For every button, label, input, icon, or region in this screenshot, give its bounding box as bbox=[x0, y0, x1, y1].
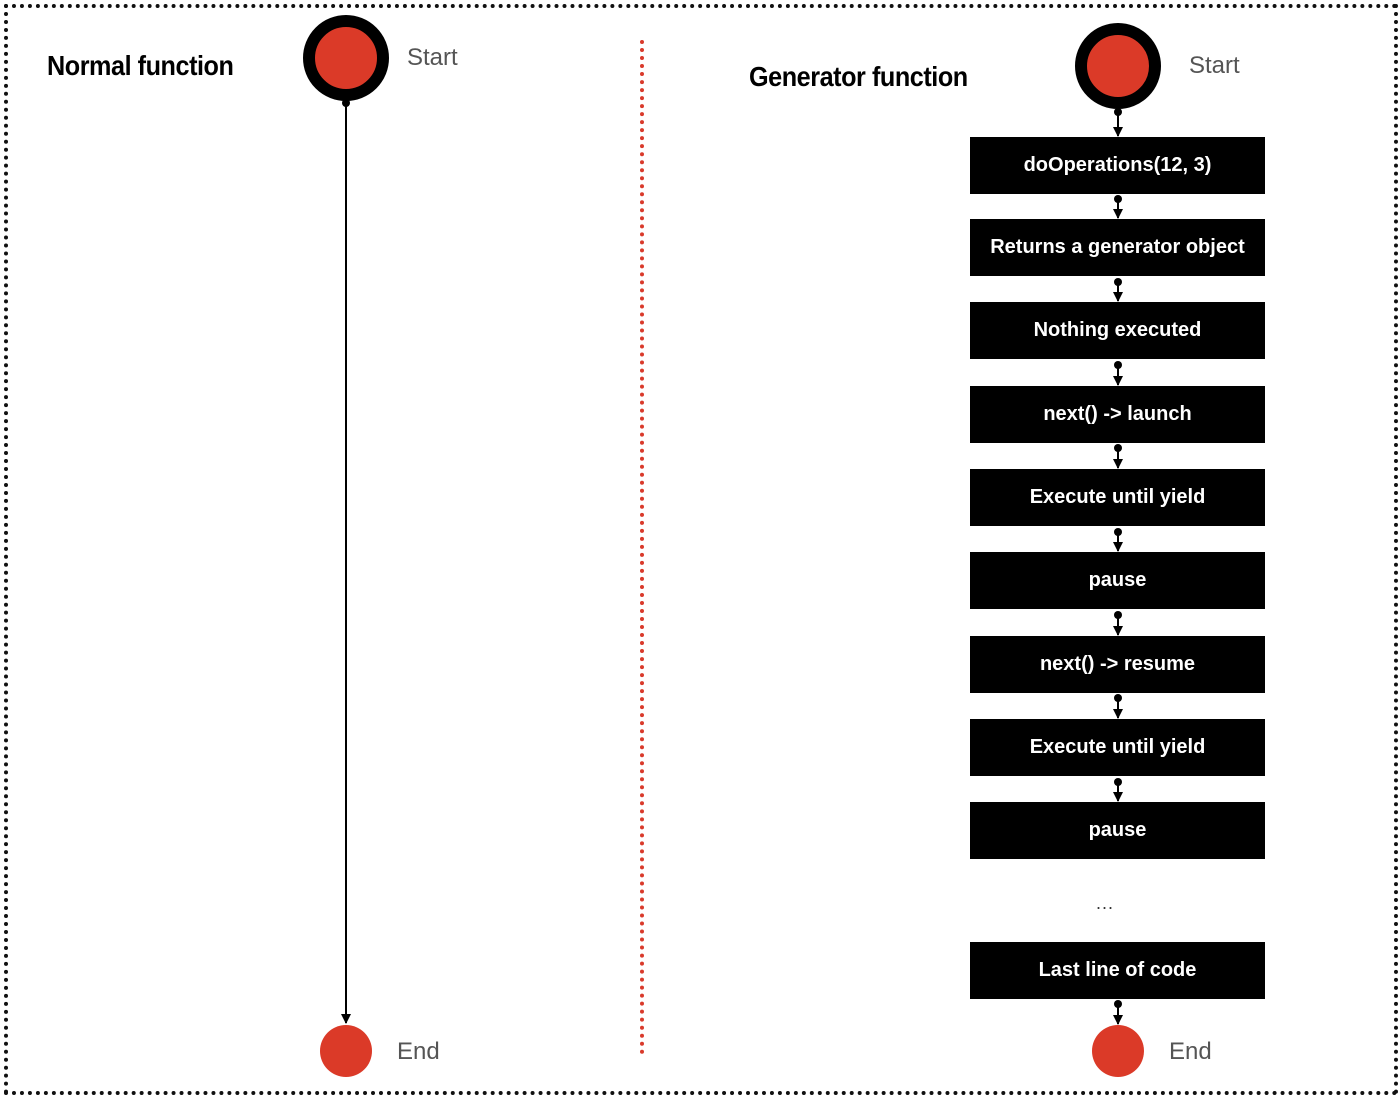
start-circle-icon-generator bbox=[1075, 23, 1161, 109]
step-box-pause: pause bbox=[970, 552, 1265, 609]
ellipsis-text: ... bbox=[1095, 893, 1114, 913]
step-box-next-launch: next() -> launch bbox=[970, 386, 1265, 443]
start-circle-icon-normal bbox=[303, 15, 389, 101]
step-box-last-line: Last line of code bbox=[970, 942, 1265, 999]
normal-end-label: End bbox=[397, 1038, 440, 1065]
generator-end-label: End bbox=[1169, 1038, 1212, 1065]
end-circle-icon-normal bbox=[320, 1025, 372, 1077]
end-circle-icon-generator bbox=[1092, 1025, 1144, 1077]
generator-start-label: Start bbox=[1189, 52, 1240, 79]
step-box-execute-until-yield: Execute until yield bbox=[970, 469, 1265, 526]
step-box-pause-2: pause bbox=[970, 802, 1265, 859]
normal-start-label: Start bbox=[407, 44, 458, 71]
step-box-next-resume: next() -> resume bbox=[970, 636, 1265, 693]
normal-function-title: Normal function bbox=[47, 50, 234, 81]
section-divider bbox=[640, 40, 644, 1055]
generator-connectors bbox=[1113, 108, 1123, 1025]
generator-function-title: Generator function bbox=[749, 61, 968, 92]
step-box-nothing-executed: Nothing executed bbox=[970, 302, 1265, 359]
step-box-execute-until-yield-2: Execute until yield bbox=[970, 719, 1265, 776]
step-box-returns-generator: Returns a generator object bbox=[970, 219, 1265, 276]
step-box-call: doOperations(12, 3) bbox=[970, 137, 1265, 194]
